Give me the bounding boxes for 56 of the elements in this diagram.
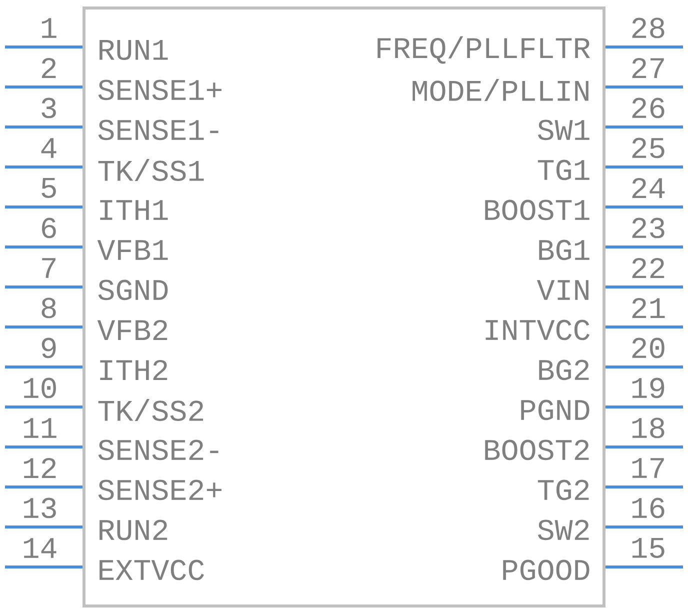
pin-name: RUN1 [100,40,168,60]
pin-number: 11 [24,418,56,438]
pin-number: 5 [42,178,56,198]
pin-number: 24 [632,178,665,198]
pin-number: 14 [24,538,56,558]
pin-name: SENSE2+ [98,480,222,500]
pin-name: BG2 [539,360,589,380]
pin-number: 16 [632,498,664,518]
pin-name: VFB2 [97,320,168,340]
pin-name: SW2 [538,520,589,540]
pin-number: 12 [24,458,56,478]
pin-number: 8 [42,298,56,318]
pin-number: 21 [632,298,665,318]
pin-number: 25 [632,138,664,158]
pin-name: TG2 [538,480,589,500]
pin-number: 4 [41,138,56,158]
pin-name: ITH1 [100,200,168,220]
pin-number: 19 [632,378,664,398]
pin-name: TK/SS2 [98,398,204,422]
pin-number: 22 [632,258,664,278]
pin-number: 1 [42,18,56,38]
pin-number: 17 [632,458,664,478]
pin-name: FREQ/PLLFLTR [378,36,590,64]
pin-name: SENSE2- [98,440,218,460]
pin-number: 18 [632,418,664,438]
pin-name: EXTVCC [100,560,204,580]
pin-name: SW1 [538,120,590,140]
pin-name: VFB1 [97,240,168,260]
pin-number: 3 [42,98,56,118]
pin-name: TK/SS1 [98,158,204,182]
pin-name: SENSE1- [98,120,218,140]
pin-number: 28 [632,18,664,38]
pin-name: INTVCC [486,320,590,340]
pin-name: PGOOD [503,560,590,580]
pin-number: 9 [42,338,56,358]
pin-number: 27 [632,58,664,78]
pin-number: 13 [24,498,56,518]
pin-name: TG1 [538,160,590,180]
pin-number: 10 [24,378,56,398]
pin-name: RUN2 [100,520,168,540]
pin-name: VIN [536,280,588,300]
pin-name: PGND [521,400,590,420]
pin-number: 6 [42,218,56,238]
pin-number: 2 [42,58,56,78]
pin-number: 26 [632,98,664,118]
pin-name: SENSE1+ [98,80,222,100]
pin-name: BOOST1 [485,200,590,220]
pin-name: BOOST2 [485,440,589,460]
pin-name: BG1 [539,240,590,260]
pin-number: 23 [632,218,664,238]
pin-name: SGND [98,280,168,300]
pin-name: MODE/PLLIN [412,78,588,102]
pin-name: ITH2 [100,360,168,380]
pin-number: 15 [632,538,664,558]
pin-number: 20 [632,338,664,358]
pin-number: 7 [42,258,56,278]
